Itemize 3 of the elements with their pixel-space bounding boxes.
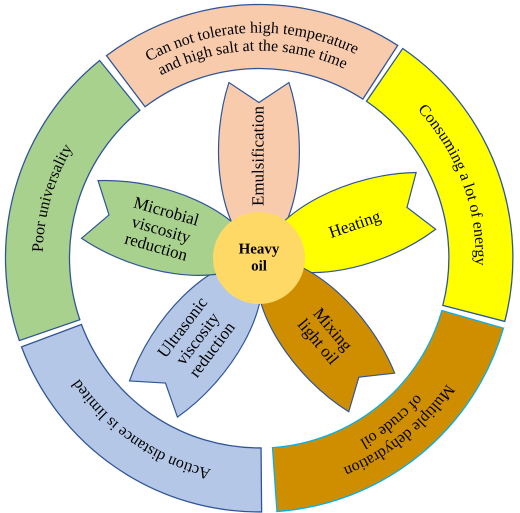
- petal-label: Emulsification: [250, 106, 268, 206]
- center-label: Heavy oil: [238, 242, 280, 274]
- petal-label: Heating: [326, 207, 384, 242]
